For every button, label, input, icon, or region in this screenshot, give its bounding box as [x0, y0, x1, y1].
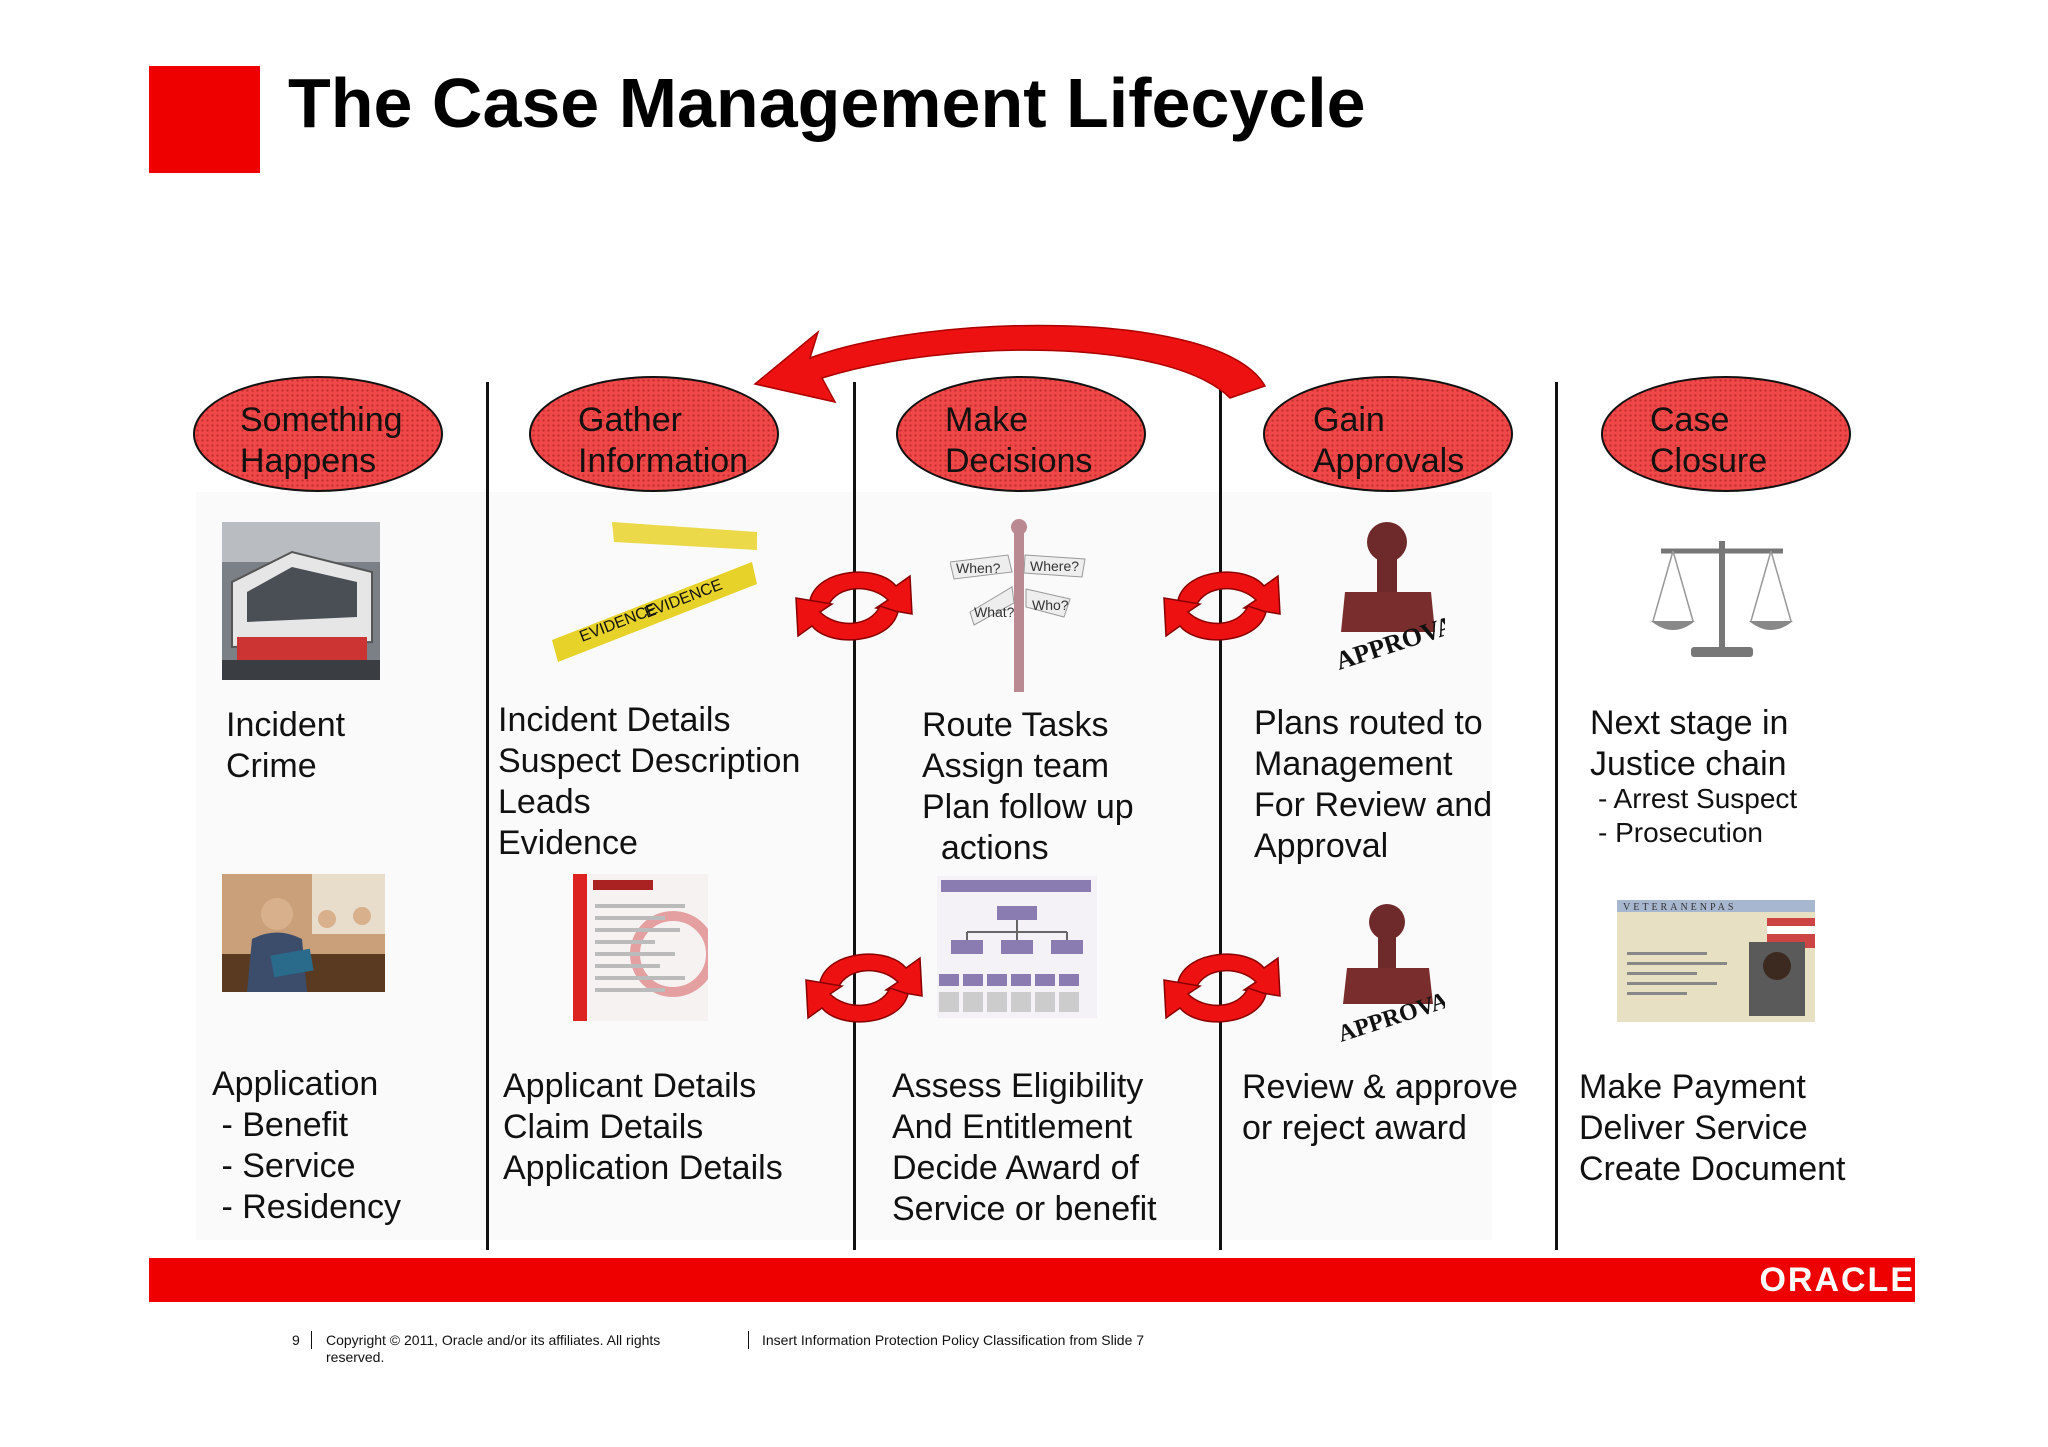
signpost-label: Where?: [1030, 558, 1079, 574]
row1-text-col5-items: - Arrest Suspect - Prosecution: [1598, 783, 1798, 848]
row1-text-col5-heading: Next stage in Justice chain: [1590, 704, 1789, 783]
scales-of-justice-icon: [1651, 541, 1793, 657]
approval-stamp-icon: APPROVAL: [1335, 904, 1445, 1048]
oracle-logo: ORACLE: [1759, 1261, 1915, 1299]
stage-something-happens: [193, 376, 443, 492]
footer-bar: [149, 1258, 1915, 1302]
column-divider: [853, 382, 856, 1250]
column-divider: [1555, 382, 1558, 1250]
footer-divider: [311, 1331, 312, 1349]
page-title: The Case Management Lifecycle: [288, 64, 1366, 142]
row1-text-col4: Plans routed to Management For Review an…: [1254, 704, 1493, 865]
crash-photo: [222, 522, 380, 680]
org-chart-image: [937, 876, 1097, 1018]
copyright-text: Copyright © 2011, Oracle and/or its affi…: [326, 1332, 661, 1365]
stage-case-closure: [1601, 376, 1851, 492]
application-form-image: [573, 874, 708, 1021]
row2-text-col1-heading: Application: [212, 1065, 379, 1103]
stage-label: Case Closure: [1650, 401, 1768, 480]
column-divider: [1219, 382, 1222, 1250]
approval-stamp-icon: APPROVAL: [1335, 522, 1445, 676]
title-accent-square: [149, 66, 260, 173]
stage-make-decisions: [896, 376, 1146, 492]
cycle-arrows-icon: [1163, 953, 1281, 1023]
office-meeting-photo: [222, 874, 385, 992]
row2-text-col2: Applicant Details Claim Details Applicat…: [503, 1067, 783, 1187]
id-card-image: VETERANENPAS: [1617, 900, 1815, 1022]
stage-label: Make Decisions: [945, 401, 1093, 480]
signpost-label: Who?: [1032, 597, 1069, 613]
signpost-image: When? Where? What? Who?: [950, 519, 1086, 692]
row2-text-col4: Review & approve or reject award: [1242, 1068, 1518, 1147]
signpost-label: When?: [956, 560, 1001, 576]
cycle-arrows-icon: [795, 571, 913, 641]
stage-gather-information: [529, 376, 779, 492]
row1-text-col2: Incident Details Suspect Description Lea…: [498, 701, 801, 862]
stage-gain-approvals: [1263, 376, 1513, 492]
column-divider: [486, 382, 489, 1250]
classification-text: Insert Information Protection Policy Cla…: [762, 1332, 1145, 1348]
id-card-title: VETERANENPAS: [1623, 902, 1736, 913]
row1-text-col1: Incident Crime: [226, 706, 346, 785]
cycle-arrows-icon: [805, 953, 923, 1023]
feedback-arrow-icon: [753, 324, 1267, 404]
stage-label: Something Happens: [240, 401, 403, 480]
footer-divider: [748, 1331, 749, 1349]
cycle-arrows-icon: [1163, 571, 1281, 641]
evidence-tape-image: EVIDENCE EVIDENCE: [552, 522, 757, 662]
row2-text-col1-items: - Benefit - Service - Residency: [221, 1106, 401, 1226]
page-number: 9: [292, 1332, 300, 1348]
row2-text-col3: Assess Eligibility And Entitlement Decid…: [892, 1067, 1157, 1228]
stage-label: Gather Information: [578, 401, 749, 480]
stage-label: Gain Approvals: [1313, 401, 1465, 480]
content-area: [196, 492, 1492, 1240]
row2-text-col5: Make Payment Deliver Service Create Docu…: [1579, 1068, 1846, 1188]
row1-text-col3: Route Tasks Assign team Plan follow up a…: [922, 706, 1134, 867]
signpost-label: What?: [974, 604, 1015, 620]
